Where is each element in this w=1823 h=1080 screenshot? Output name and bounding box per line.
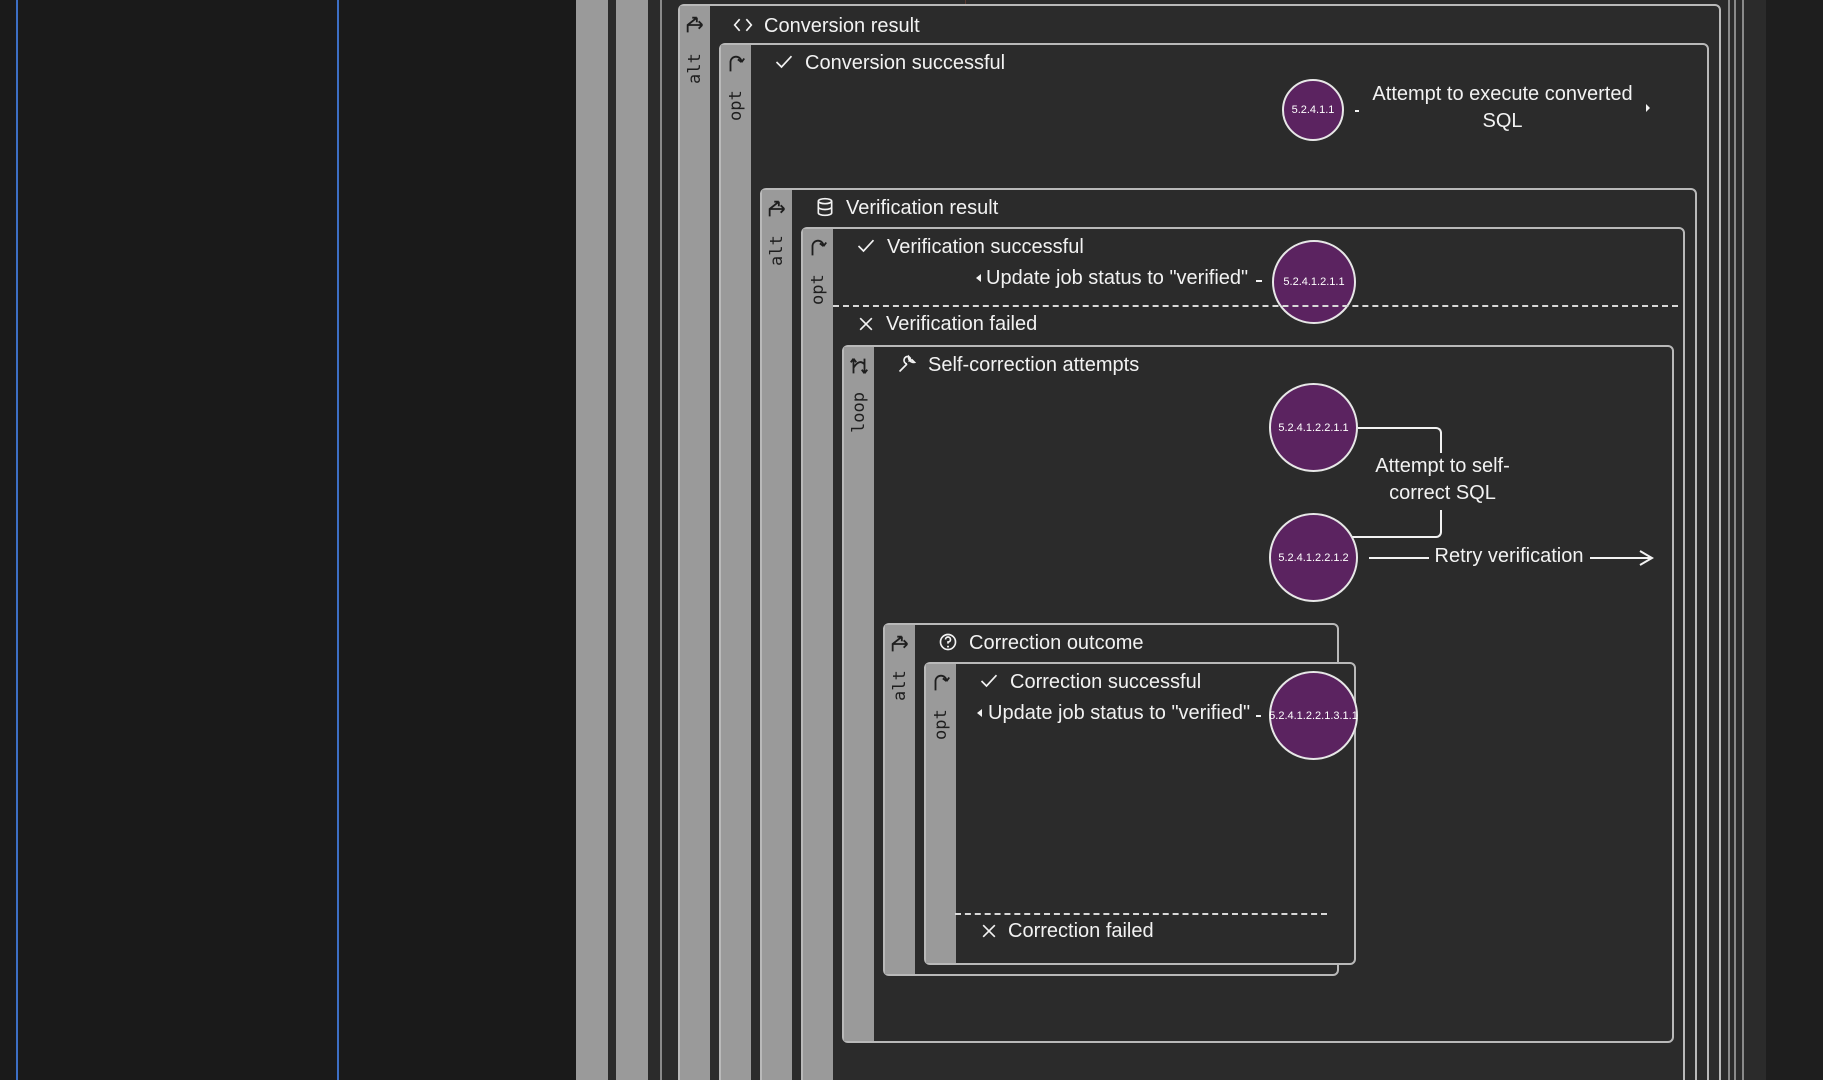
frame-tab xyxy=(762,190,792,1080)
section-title-correction-failed: Correction failed xyxy=(1008,920,1154,942)
message-line xyxy=(1369,557,1429,559)
outer-frame-right-edge-3 xyxy=(1742,0,1744,1080)
frame-keyword: opt xyxy=(931,709,951,740)
arrow-head xyxy=(1639,550,1654,566)
sequence-node: 5.2.4.1.2.2.1.1 xyxy=(1269,383,1358,472)
sequence-node: 5.2.4.1.1 xyxy=(1282,79,1344,141)
message-execute-sql: Attempt to execute converted SQL xyxy=(1372,83,1633,132)
arrow-head xyxy=(1646,104,1650,112)
right-margin xyxy=(1766,0,1823,1080)
message-update-verified: Update job status to "verified" xyxy=(986,267,1249,289)
x-icon xyxy=(859,317,873,331)
message-line xyxy=(1355,110,1359,112)
frame-keyword: alt xyxy=(767,235,787,266)
frame-tab xyxy=(680,6,710,1080)
frame-title: Conversion result xyxy=(764,15,920,37)
lifeline-left xyxy=(16,0,18,1080)
optional-arrow-icon xyxy=(811,239,827,256)
arrow-head xyxy=(977,709,982,717)
wrench-icon xyxy=(898,354,917,373)
section-title-verification-failed: Verification failed xyxy=(886,313,1038,335)
frame-tab xyxy=(721,45,751,1080)
self-message-return-line xyxy=(1350,510,1442,538)
alt-separator xyxy=(955,913,1327,915)
frame-title: Correction successful xyxy=(1010,671,1202,693)
branch-icon xyxy=(891,635,908,652)
frame-title: Correction outcome xyxy=(969,632,1144,654)
frame-tab xyxy=(844,347,874,1041)
frame-keyword: opt xyxy=(808,274,828,305)
lifeline-middle xyxy=(337,0,339,1080)
frame-tab xyxy=(885,625,915,974)
frame-keyword: alt xyxy=(890,670,910,701)
outer-frame-bar-2 xyxy=(616,0,648,1080)
check-icon xyxy=(980,674,998,688)
sequence-node: 5.2.4.1.2.2.1.2 xyxy=(1269,513,1358,602)
message-retry-verification: Retry verification xyxy=(1434,545,1584,567)
outer-frame-edge xyxy=(660,0,662,1080)
arrow-head xyxy=(976,274,981,282)
outer-frame-right-edge-1 xyxy=(1728,0,1730,1080)
message-line xyxy=(1590,557,1650,559)
branch-icon xyxy=(768,200,785,217)
check-icon xyxy=(775,55,793,69)
question-circle-icon xyxy=(939,633,957,651)
x-icon xyxy=(982,924,996,938)
sequence-node: 5.2.4.1.2.1.1 xyxy=(1272,240,1356,324)
check-icon xyxy=(857,239,875,253)
frame-title: Conversion successful xyxy=(805,52,1006,74)
self-message-line xyxy=(1358,427,1442,453)
outer-frame-right-edge-2 xyxy=(1734,0,1736,1080)
branch-icon xyxy=(686,16,703,33)
frame-tab xyxy=(926,664,956,963)
message-line xyxy=(1256,715,1261,717)
loop-arrows-icon xyxy=(850,358,868,374)
frame-keyword: opt xyxy=(726,90,746,121)
alt-separator xyxy=(833,305,1678,307)
frame-keyword: loop xyxy=(849,392,869,433)
frame-tab xyxy=(803,229,833,1080)
frame-keyword: alt xyxy=(685,53,705,84)
optional-arrow-icon xyxy=(934,674,950,691)
sequence-node: 5.2.4.1.2.2.1.3.1.1 xyxy=(1269,671,1358,760)
code-brackets-icon xyxy=(733,18,753,32)
message-self-correct: Attempt to self-correct SQL xyxy=(1375,455,1510,504)
outer-frame-bar-1 xyxy=(576,0,608,1080)
message-line xyxy=(1256,280,1262,282)
frame-title: Verification successful xyxy=(887,236,1084,258)
message-update-verified: Update job status to "verified" xyxy=(988,702,1251,724)
optional-arrow-icon xyxy=(729,55,745,72)
frame-title: Verification result xyxy=(846,197,999,219)
frame-title: Self-correction attempts xyxy=(928,354,1140,376)
database-icon xyxy=(817,197,833,217)
